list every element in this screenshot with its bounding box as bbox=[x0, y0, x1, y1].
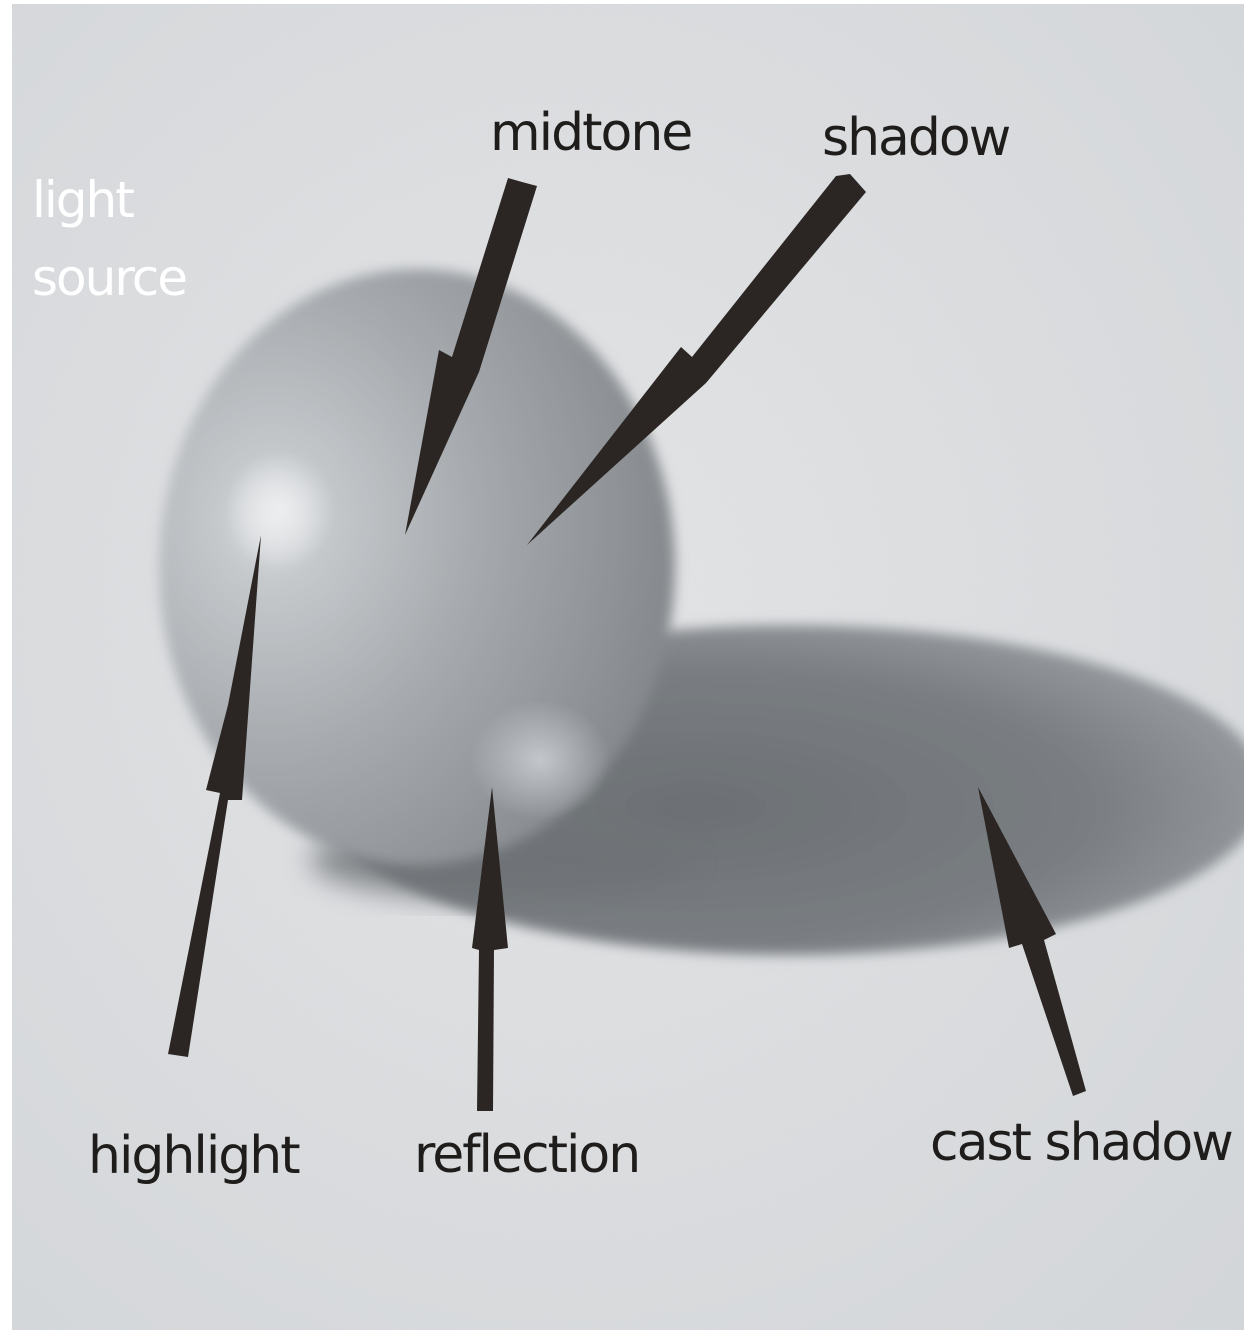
light-source-label-line-1: light bbox=[32, 171, 134, 229]
highlight-label: highlight bbox=[88, 1126, 300, 1186]
shadow-label: shadow bbox=[822, 108, 1010, 168]
cast-shadow-label: cast shadow bbox=[930, 1113, 1232, 1173]
midtone-label: midtone bbox=[490, 103, 691, 163]
reflection-label: reflection bbox=[414, 1125, 639, 1185]
sphere-highlight-area bbox=[225, 450, 335, 570]
light-source-label-line-2: source bbox=[32, 249, 186, 307]
